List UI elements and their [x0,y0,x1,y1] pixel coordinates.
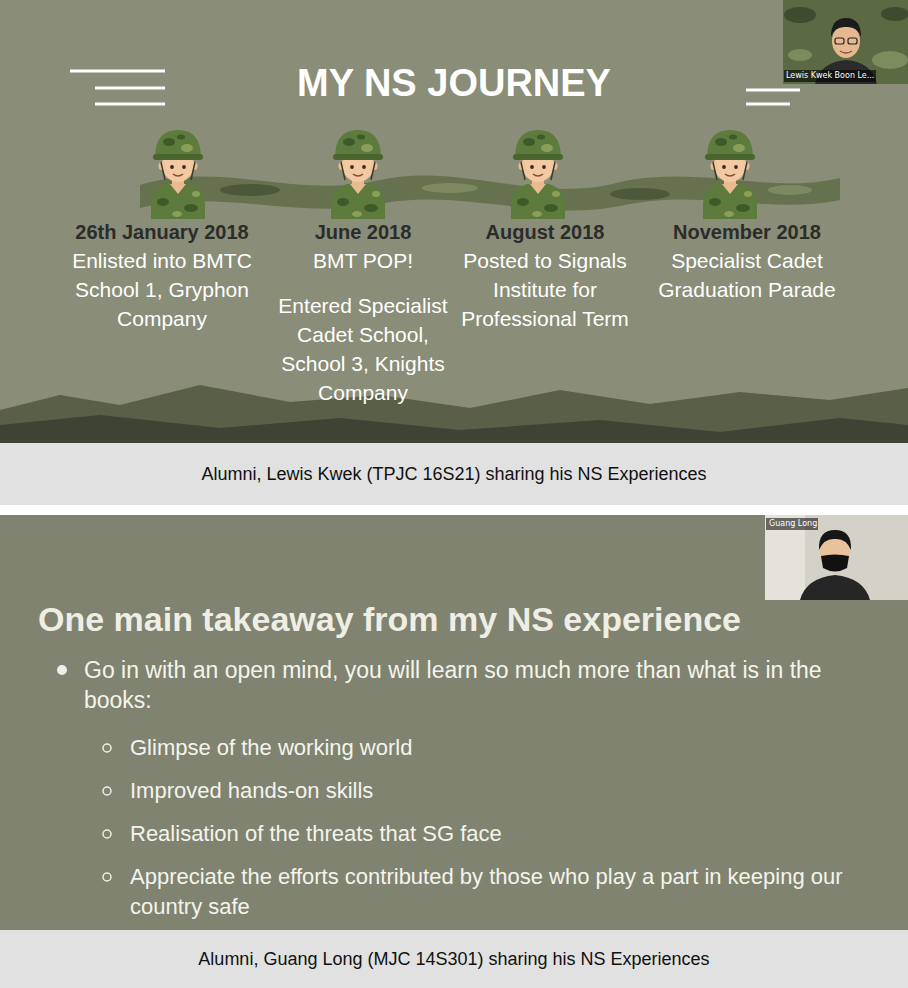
ellipse-part [768,185,812,195]
slide-title: MY NS JOURNEY [0,62,908,105]
video-thumbnail [783,0,908,84]
use-part [703,130,757,219]
video-tile: Guang Long [765,515,908,600]
timeline-text: Enlisted into BMTC School 1, Gryphon Com… [62,246,262,333]
ellipse-part [872,51,908,69]
speaker-name: Lewis Kwek Boon Le... [786,71,904,81]
caption-box: Alumni, Guang Long (MJC 14S301) sharing … [0,930,908,988]
timeline-text: Entered Specialist Cadet School, School … [263,291,463,407]
caption-text: Alumni, Guang Long (MJC 14S301) sharing … [198,949,709,970]
sub-bullet-text: Improved hands-on skills [130,776,870,806]
ellipse-part [881,7,908,21]
ellipse-part [788,49,812,61]
circle-part [103,744,111,752]
rect-part [848,38,857,44]
timeline-date: June 2018 [263,218,463,246]
line-part [746,103,790,106]
timeline-date: November 2018 [647,218,847,246]
timeline-step: June 2018BMT POP! Entered Specialist Cade… [263,218,463,411]
path-part [840,51,852,53]
video-tile: Lewis Kwek Boon Le... [783,0,908,84]
circle-part [103,830,111,838]
speaker-name: Guang Long [769,519,889,529]
timeline-text: BMT POP! [263,246,463,275]
soldier-icons [151,130,757,219]
slide-title: One main takeaway from my NS experience [38,599,878,639]
timeline-step: November 2018Specialist Cadet Graduation… [647,218,847,308]
line-part [746,89,800,92]
slide-background [0,515,908,930]
slide-panel: MY NS JOURNEY 26th January 2018Enlisted i… [0,0,908,443]
polygon-part [0,415,908,443]
path-part [821,555,849,572]
rect-part [783,0,908,84]
path-part [800,575,870,600]
timeline-step: August 2018Posted to Signals Institute f… [445,218,645,337]
rect-part [765,515,908,600]
line-part [70,70,165,73]
ellipse-part [220,184,280,196]
timeline-step: 26th January 2018Enlisted into BMTC Scho… [62,218,262,337]
line-part [95,103,165,106]
ellipse-part [422,183,478,193]
video-thumbnail [765,515,908,600]
ellipse-part [610,188,670,200]
mountain-silhouette [0,385,908,443]
timeline-text: Specialist Cadet Graduation Parade [647,246,847,304]
path-part [831,18,861,37]
circle-part [103,787,111,795]
timeline-date: 26th January 2018 [62,218,262,246]
path-part [819,530,851,550]
slide-background [0,0,908,443]
polygon-part [0,385,908,443]
slide-panel: One main takeaway from my NS experienceG… [0,515,908,930]
timeline-date: August 2018 [445,218,645,246]
bullet-text: Go in with an open mind, you will learn … [84,655,824,715]
sub-bullet-text: Glimpse of the working world [130,733,870,763]
use-part [331,130,385,219]
ellipse-part [784,7,816,23]
caption-bar [0,930,908,988]
use-part [151,130,205,219]
use-part [511,130,565,219]
timeline-text: Posted to Signals Institute for Professi… [445,246,645,333]
caption-box: Alumni, Lewis Kwek (TPJC 16S21) sharing … [0,443,908,505]
caption-text: Alumni, Lewis Kwek (TPJC 16S21) sharing … [201,464,706,485]
sub-bullet-text: Appreciate the efforts contributed by th… [130,862,870,922]
line-part [95,87,165,90]
rect-part [835,38,844,44]
sub-bullet-text: Realisation of the threats that SG face [130,819,870,849]
circle-part [103,873,111,881]
caption-bar [0,443,908,505]
circle-part [57,665,67,675]
